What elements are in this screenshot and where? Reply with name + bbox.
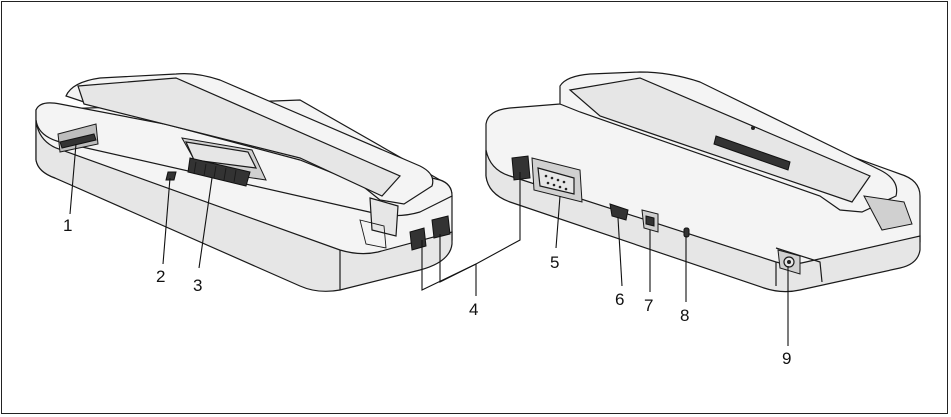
callout-numbers: 1 2 3 4 5 6 7 8 9 [63,216,791,368]
leader-lines [69,143,789,346]
callout-1: 1 [63,216,72,235]
callout-5: 5 [550,253,559,272]
callout-4: 4 [469,300,478,319]
docking-station-rear-view [485,71,921,293]
callout-2: 2 [156,267,165,286]
callout-7: 7 [644,296,653,315]
docking-connector-pins [187,157,251,187]
callout-9: 9 [782,349,791,368]
callout-6: 6 [615,290,624,309]
callout-8: 8 [680,306,689,325]
vga-port [531,157,583,203]
callout-3: 3 [193,276,202,295]
docking-station-front-view [35,73,453,292]
